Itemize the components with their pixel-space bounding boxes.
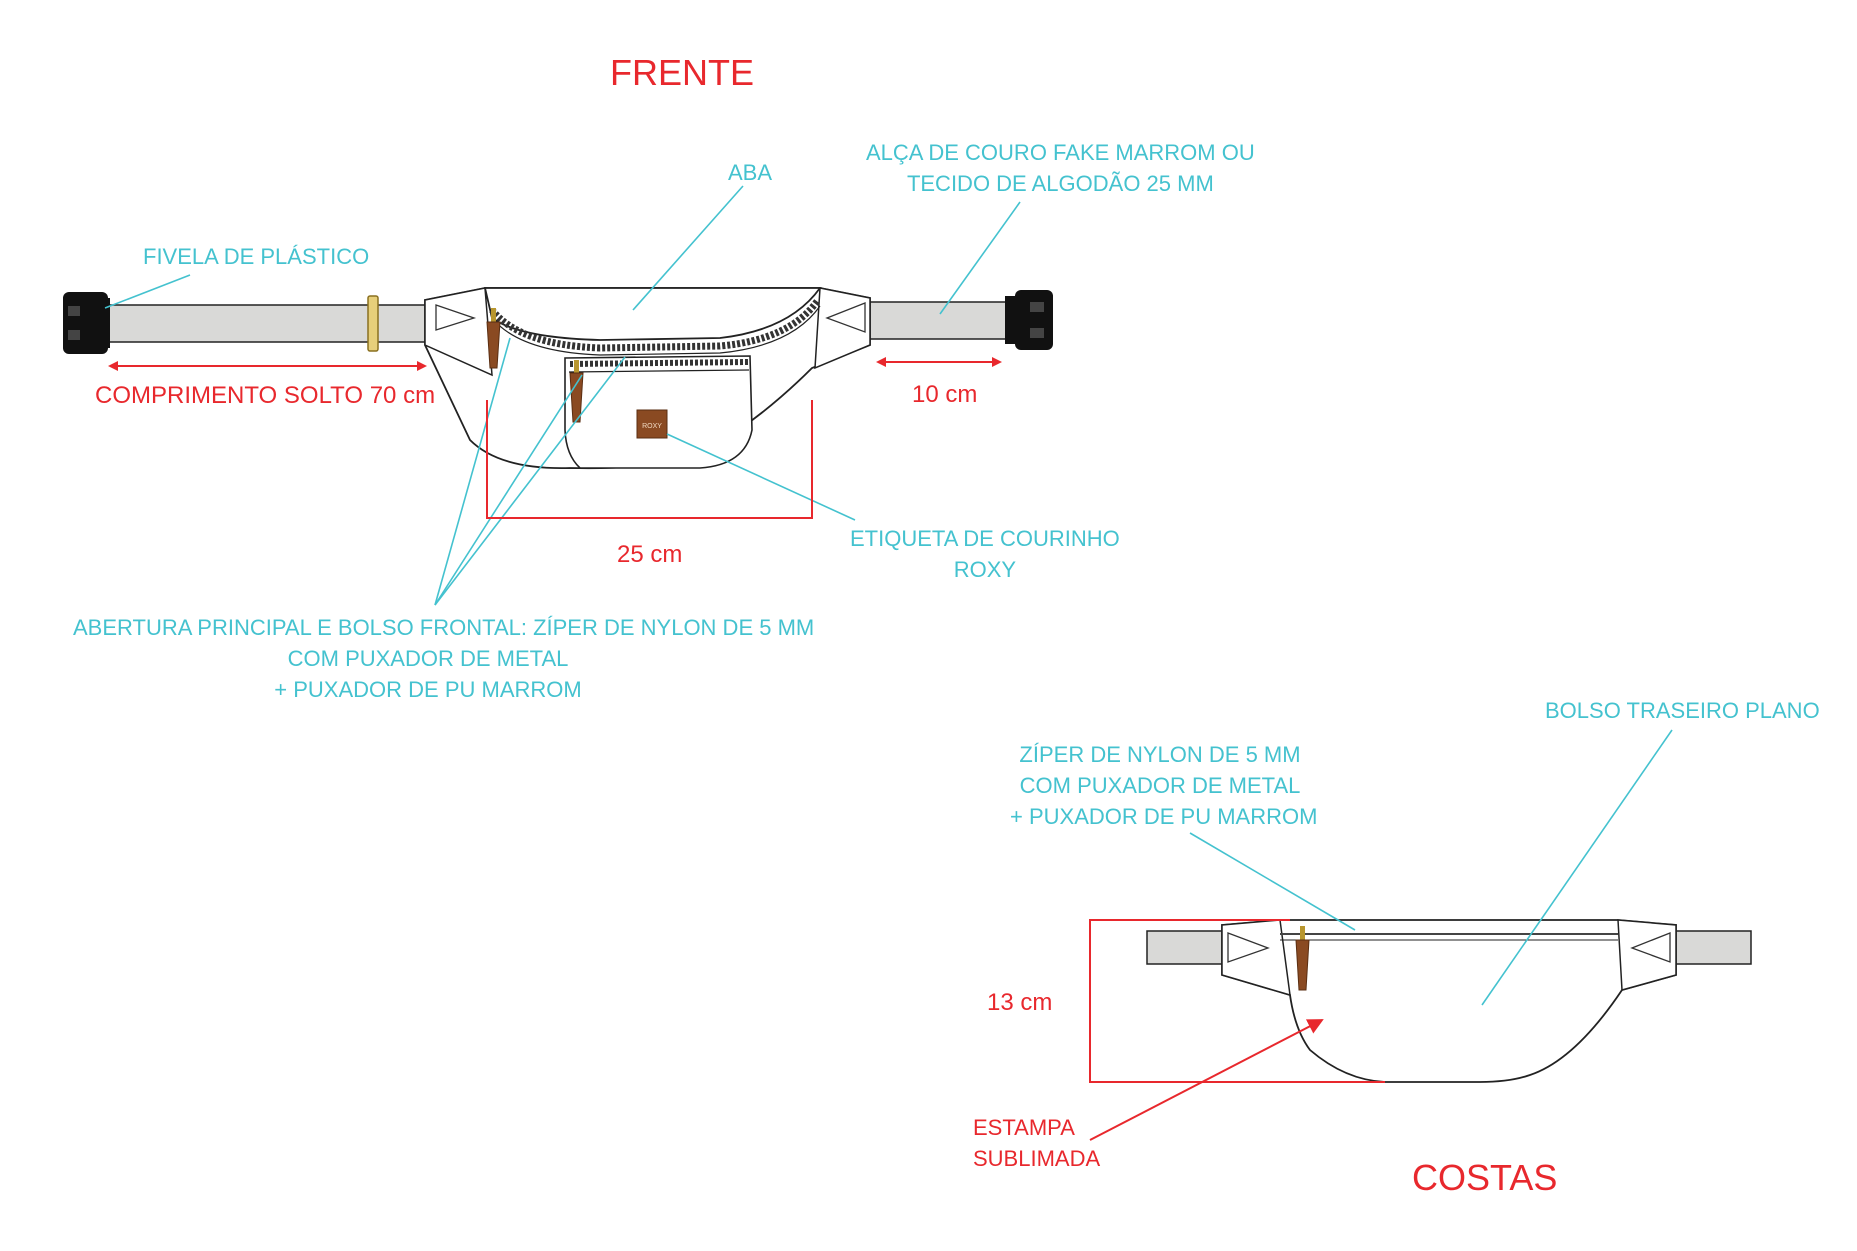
roxy-leather-tag (636, 409, 668, 439)
callout-strap-line (939, 201, 1021, 315)
front-dimension-lines (108, 357, 1002, 519)
label-tag: ETIQUETA DE COURINHO ROXY (850, 523, 1120, 585)
front-flap (483, 287, 822, 341)
callout-tag-line (666, 433, 856, 521)
dim-strap-end-text: 10 cm (912, 381, 978, 408)
pocket-zipper-puller (569, 360, 584, 423)
label-zipper-front-line-3: + PUXADOR DE PU MARROM (274, 677, 582, 702)
label-zipper-back-line-2: COM PUXADOR DE METAL (1019, 773, 1301, 798)
main-zipper-puller (486, 308, 501, 369)
dim-height-bracket (1089, 919, 1385, 1083)
dim-height-text: 13 cm (987, 989, 1053, 1016)
front-callout-lines (104, 185, 1021, 606)
right-triangle-stitch (825, 302, 866, 333)
strap-slider (367, 295, 379, 352)
callout-zipper-line-2 (434, 374, 583, 606)
back-left-strap (1146, 930, 1228, 965)
front-title: FRENTE (610, 52, 754, 93)
back-title: COSTAS (1412, 1157, 1558, 1198)
left-triangle-stitch (435, 304, 477, 331)
label-zipper-front-line-2: COM PUXADOR DE METAL (287, 646, 569, 671)
front-right-strap (867, 301, 1014, 340)
label-tag-line-2: ROXY (953, 557, 1017, 582)
back-zipper-puller (1295, 926, 1310, 991)
front-view: ROXY (63, 287, 1053, 470)
back-right-side-panel (1617, 919, 1677, 991)
label-strap-line-1: ALÇA DE COURO FAKE MARROM OU (866, 140, 1255, 165)
callout-aba-line (632, 185, 744, 311)
back-callout-lines (1189, 729, 1673, 1006)
label-strap: ALÇA DE COURO FAKE MARROM OU TECIDO DE A… (866, 137, 1255, 199)
left-buckle (63, 292, 110, 354)
label-aba: ABA (728, 160, 773, 185)
main-zipper (489, 297, 821, 352)
dim-width-bracket (486, 400, 813, 519)
back-right-strap (1670, 930, 1752, 965)
label-zipper-back: ZÍPER DE NYLON DE 5 MM COM PUXADOR DE ME… (1010, 739, 1318, 832)
back-dimension-lines (1089, 919, 1385, 1141)
back-bag-body (1221, 919, 1677, 1083)
callout-back-zipper-line (1189, 832, 1356, 931)
label-print-line-1: ESTAMPA (973, 1115, 1075, 1140)
dim-strap-length-text: COMPRIMENTO SOLTO 70 cm (95, 382, 436, 409)
label-back-pocket: BOLSO TRASEIRO PLANO (1545, 698, 1820, 723)
back-view (1146, 919, 1752, 1083)
back-left-side-panel (1221, 919, 1291, 997)
label-zipper-back-line-3: + PUXADOR DE PU MARROM (1010, 804, 1318, 829)
callout-zipper-line-1 (434, 337, 511, 606)
left-side-panel (424, 287, 493, 377)
label-zipper-front: ABERTURA PRINCIPAL E BOLSO FRONTAL: ZÍPE… (73, 612, 815, 705)
label-zipper-front-line-1: ABERTURA PRINCIPAL E BOLSO FRONTAL: ZÍPE… (73, 615, 815, 640)
callout-back-pocket-line (1481, 729, 1673, 1006)
callout-zipper-line-3 (434, 356, 626, 606)
label-buckle: FIVELA DE PLÁSTICO (143, 244, 370, 269)
label-tag-line-1: ETIQUETA DE COURINHO (850, 526, 1120, 551)
label-zipper-back-line-1: ZÍPER DE NYLON DE 5 MM (1019, 742, 1301, 767)
dim-width-text: 25 cm (617, 541, 683, 568)
label-print-line-2: SUBLIMADA (973, 1146, 1101, 1171)
front-left-strap (102, 304, 434, 343)
label-print: ESTAMPA SUBLIMADA (973, 1112, 1100, 1174)
roxy-tag-text: ROXY (642, 423, 662, 430)
callout-print-arrow (1089, 1019, 1324, 1141)
right-side-panel (814, 287, 871, 370)
callout-buckle-line (104, 274, 191, 309)
right-buckle (1005, 290, 1053, 350)
label-strap-line-2: TECIDO DE ALGODÃO 25 MM (906, 171, 1214, 196)
